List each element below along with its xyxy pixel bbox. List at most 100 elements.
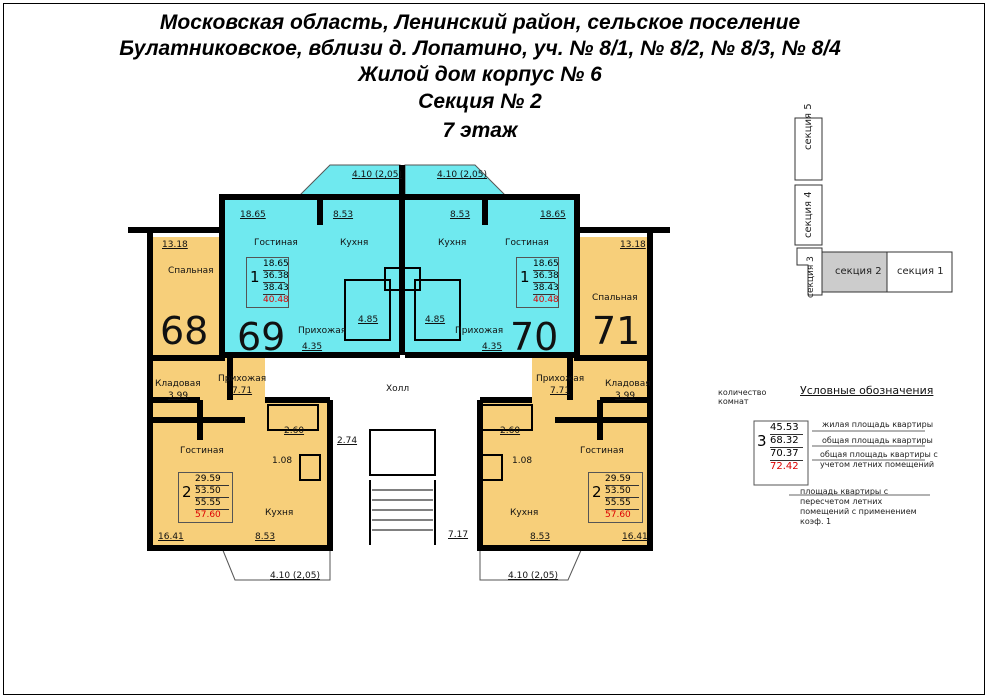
a70-living-label: Гостиная [505, 238, 549, 248]
a71-living-label: Гостиная [580, 446, 624, 456]
a68-total-coef: 57.60 [195, 510, 221, 520]
title-line-5: 7 этаж [442, 119, 518, 142]
a71-balcony: 4.10 (2,05) [508, 571, 558, 581]
a69-total: 36.38 [263, 271, 289, 283]
key-section-3-label: секция 3 [806, 256, 816, 298]
a69-kitchen-label: Кухня [340, 238, 369, 248]
legend-v1: 45.53 [770, 422, 803, 435]
key-section-2-label: секция 2 [835, 266, 882, 277]
a71-hall-area: 7.71 [550, 386, 571, 396]
apartment-70-fill [405, 197, 577, 355]
title-line-3: Жилой дом корпус № 6 [358, 63, 602, 86]
legend-v2: 68.32 [770, 435, 803, 448]
title-line-1: Московская область, Ленинский район, сел… [159, 11, 801, 34]
a70-living-area: 18.65 [540, 210, 566, 220]
a70-living-total: 18.65 [533, 259, 559, 271]
key-section-3 [796, 247, 823, 296]
a71-kitchen-label: Кухня [510, 508, 539, 518]
a69-balcony: 4.10 (2,05) [352, 170, 402, 180]
a69-living-area: 18.65 [240, 210, 266, 220]
a68-living-total: 29.59 [195, 474, 229, 486]
legend-v4: 72.42 [770, 461, 799, 472]
a71-bath1: 2.60 [500, 426, 521, 436]
key-section-5 [794, 117, 823, 181]
a71-kitchen-area: 8.53 [530, 532, 551, 542]
a68-storage-area: 3.99 [168, 391, 189, 401]
a68-living-label: Гостиная [180, 446, 224, 456]
hall-area-2: 7.17 [448, 530, 469, 540]
title-line-4: Секция № 2 [418, 90, 542, 113]
legend-box [753, 420, 809, 486]
a70-hall-label: Прихожая [455, 326, 504, 336]
a69-living-total: 18.65 [263, 259, 289, 271]
a70-hall-area: 4.35 [482, 342, 503, 352]
a69-rooms: 1 [250, 268, 260, 286]
key-section-4-label: секция 4 [803, 191, 814, 238]
a68-living-area: 16.41 [158, 532, 184, 542]
key-section-4 [794, 184, 823, 246]
a68-rooms: 2 [182, 483, 192, 501]
a71-hall-label: Прихожая [536, 374, 585, 384]
a70-kitchen-label: Кухня [438, 238, 467, 248]
a71-total-coef: 57.60 [605, 510, 631, 520]
a69-total-coef: 40.48 [263, 295, 289, 305]
a68-bath2: 1.08 [272, 456, 293, 466]
a68-number: 68 [160, 309, 209, 353]
a70-kitchen-area: 8.53 [450, 210, 471, 220]
legend-rooms-label: количество комнат [718, 388, 767, 406]
legend-d4: площадь квартиры с пересчетом летних пом… [800, 487, 917, 526]
a68-kitchen-label: Кухня [265, 508, 294, 518]
a70-rooms: 1 [520, 268, 530, 286]
a71-bedroom-area: 13.18 [620, 240, 646, 250]
a68-bedroom-label: Спальная [168, 266, 214, 276]
hall-label: Холл [386, 384, 410, 394]
a71-total-summer: 55.55 [605, 498, 639, 510]
a71-living-total: 29.59 [605, 474, 639, 486]
legend-title: Условные обозначения [800, 384, 934, 397]
a68-hall-area: 7.71 [232, 386, 253, 396]
a68-total: 53.50 [195, 486, 229, 498]
a68-balcony: 4.10 (2,05) [270, 571, 320, 581]
apartment-71-fill [480, 237, 650, 545]
a71-number: 71 [592, 309, 641, 353]
a68-kitchen-area: 8.53 [255, 532, 276, 542]
a69-kitchen-area: 8.53 [333, 210, 354, 220]
hall-area-1: 2.74 [337, 436, 358, 446]
a68-bath1: 2.60 [284, 426, 305, 436]
page-frame [3, 3, 985, 695]
a71-total: 53.50 [605, 486, 639, 498]
a69-number: 69 [237, 315, 286, 359]
a70-total: 36.38 [533, 271, 559, 283]
a70-bath: 4.85 [425, 315, 446, 325]
a68-total-summer: 55.55 [195, 498, 229, 510]
legend-d2: общая площадь квартиры [822, 436, 933, 445]
key-section-1-label: секция 1 [897, 266, 944, 277]
a69-total-summer: 38.43 [263, 283, 289, 295]
a70-total-summer: 38.43 [533, 283, 559, 295]
a71-living-area: 16.41 [622, 532, 648, 542]
a71-rooms: 2 [592, 483, 602, 501]
key-section-5-label: секция 5 [803, 103, 814, 150]
a71-bedroom-label: Спальная [592, 293, 638, 303]
legend-v3: 70.37 [770, 448, 803, 461]
a71-storage-area: 3.99 [615, 391, 636, 401]
legend-rooms: 3 [757, 432, 767, 450]
a69-hall-area: 4.35 [302, 342, 323, 352]
a69-hall-label: Прихожая [298, 326, 347, 336]
apartment-69-fill [222, 197, 400, 355]
title-line-2: Булатниковское, вблизи д. Лопатино, уч. … [119, 37, 841, 60]
a71-bath2: 1.08 [512, 456, 533, 466]
a70-number: 70 [510, 315, 559, 359]
apartment-68-fill [150, 237, 330, 545]
a70-balcony: 4.10 (2,05) [437, 170, 487, 180]
a69-bath: 4.85 [358, 315, 379, 325]
a71-storage-label: Кладовая [605, 379, 651, 389]
a68-bedroom-area: 13.18 [162, 240, 188, 250]
a69-living-label: Гостиная [254, 238, 298, 248]
